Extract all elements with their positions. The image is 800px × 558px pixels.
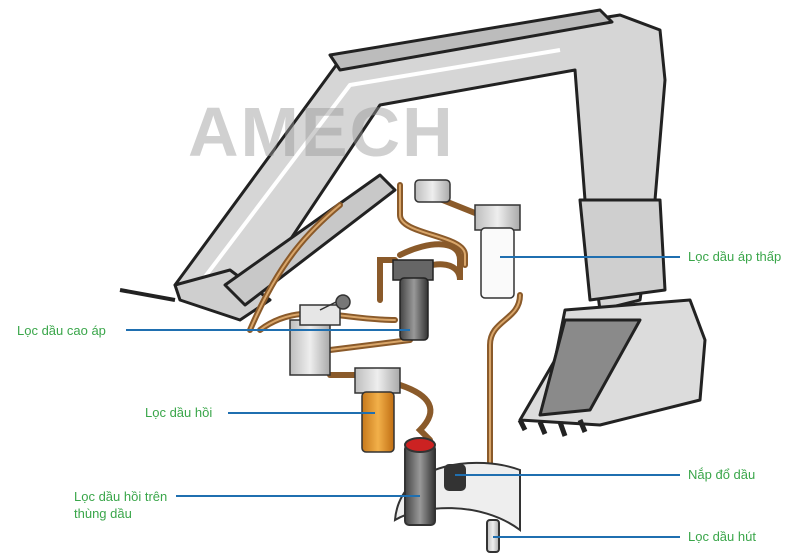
label-tank-return-filter-line2: thùng dầu	[74, 506, 132, 521]
label-return-filter: Lọc dầu hồi	[145, 405, 213, 420]
label-filler-cap: Nắp đổ dầu	[688, 467, 756, 482]
control-valve	[289, 294, 351, 376]
watermark: AMECH	[188, 93, 455, 171]
label-tank-return-filter-line1: Lọc dầu hồi trên	[74, 489, 168, 504]
high-pressure-filter	[392, 259, 434, 341]
label-high-pressure-filter: Lọc dầu cao áp	[17, 323, 106, 338]
low-pressure-filter	[414, 179, 521, 299]
label-low-pressure-filter: Lọc dầu áp thấp	[688, 249, 782, 264]
label-suction-filter: Lọc dầu hút	[688, 529, 756, 544]
bucket	[517, 298, 707, 437]
label-tank-return-filter: Lọc dầu hồi trên thùng dầu	[74, 488, 167, 522]
hydraulic-tank	[393, 437, 521, 553]
leader-lines	[126, 256, 680, 538]
boom	[173, 8, 667, 322]
return-filter	[354, 367, 401, 453]
